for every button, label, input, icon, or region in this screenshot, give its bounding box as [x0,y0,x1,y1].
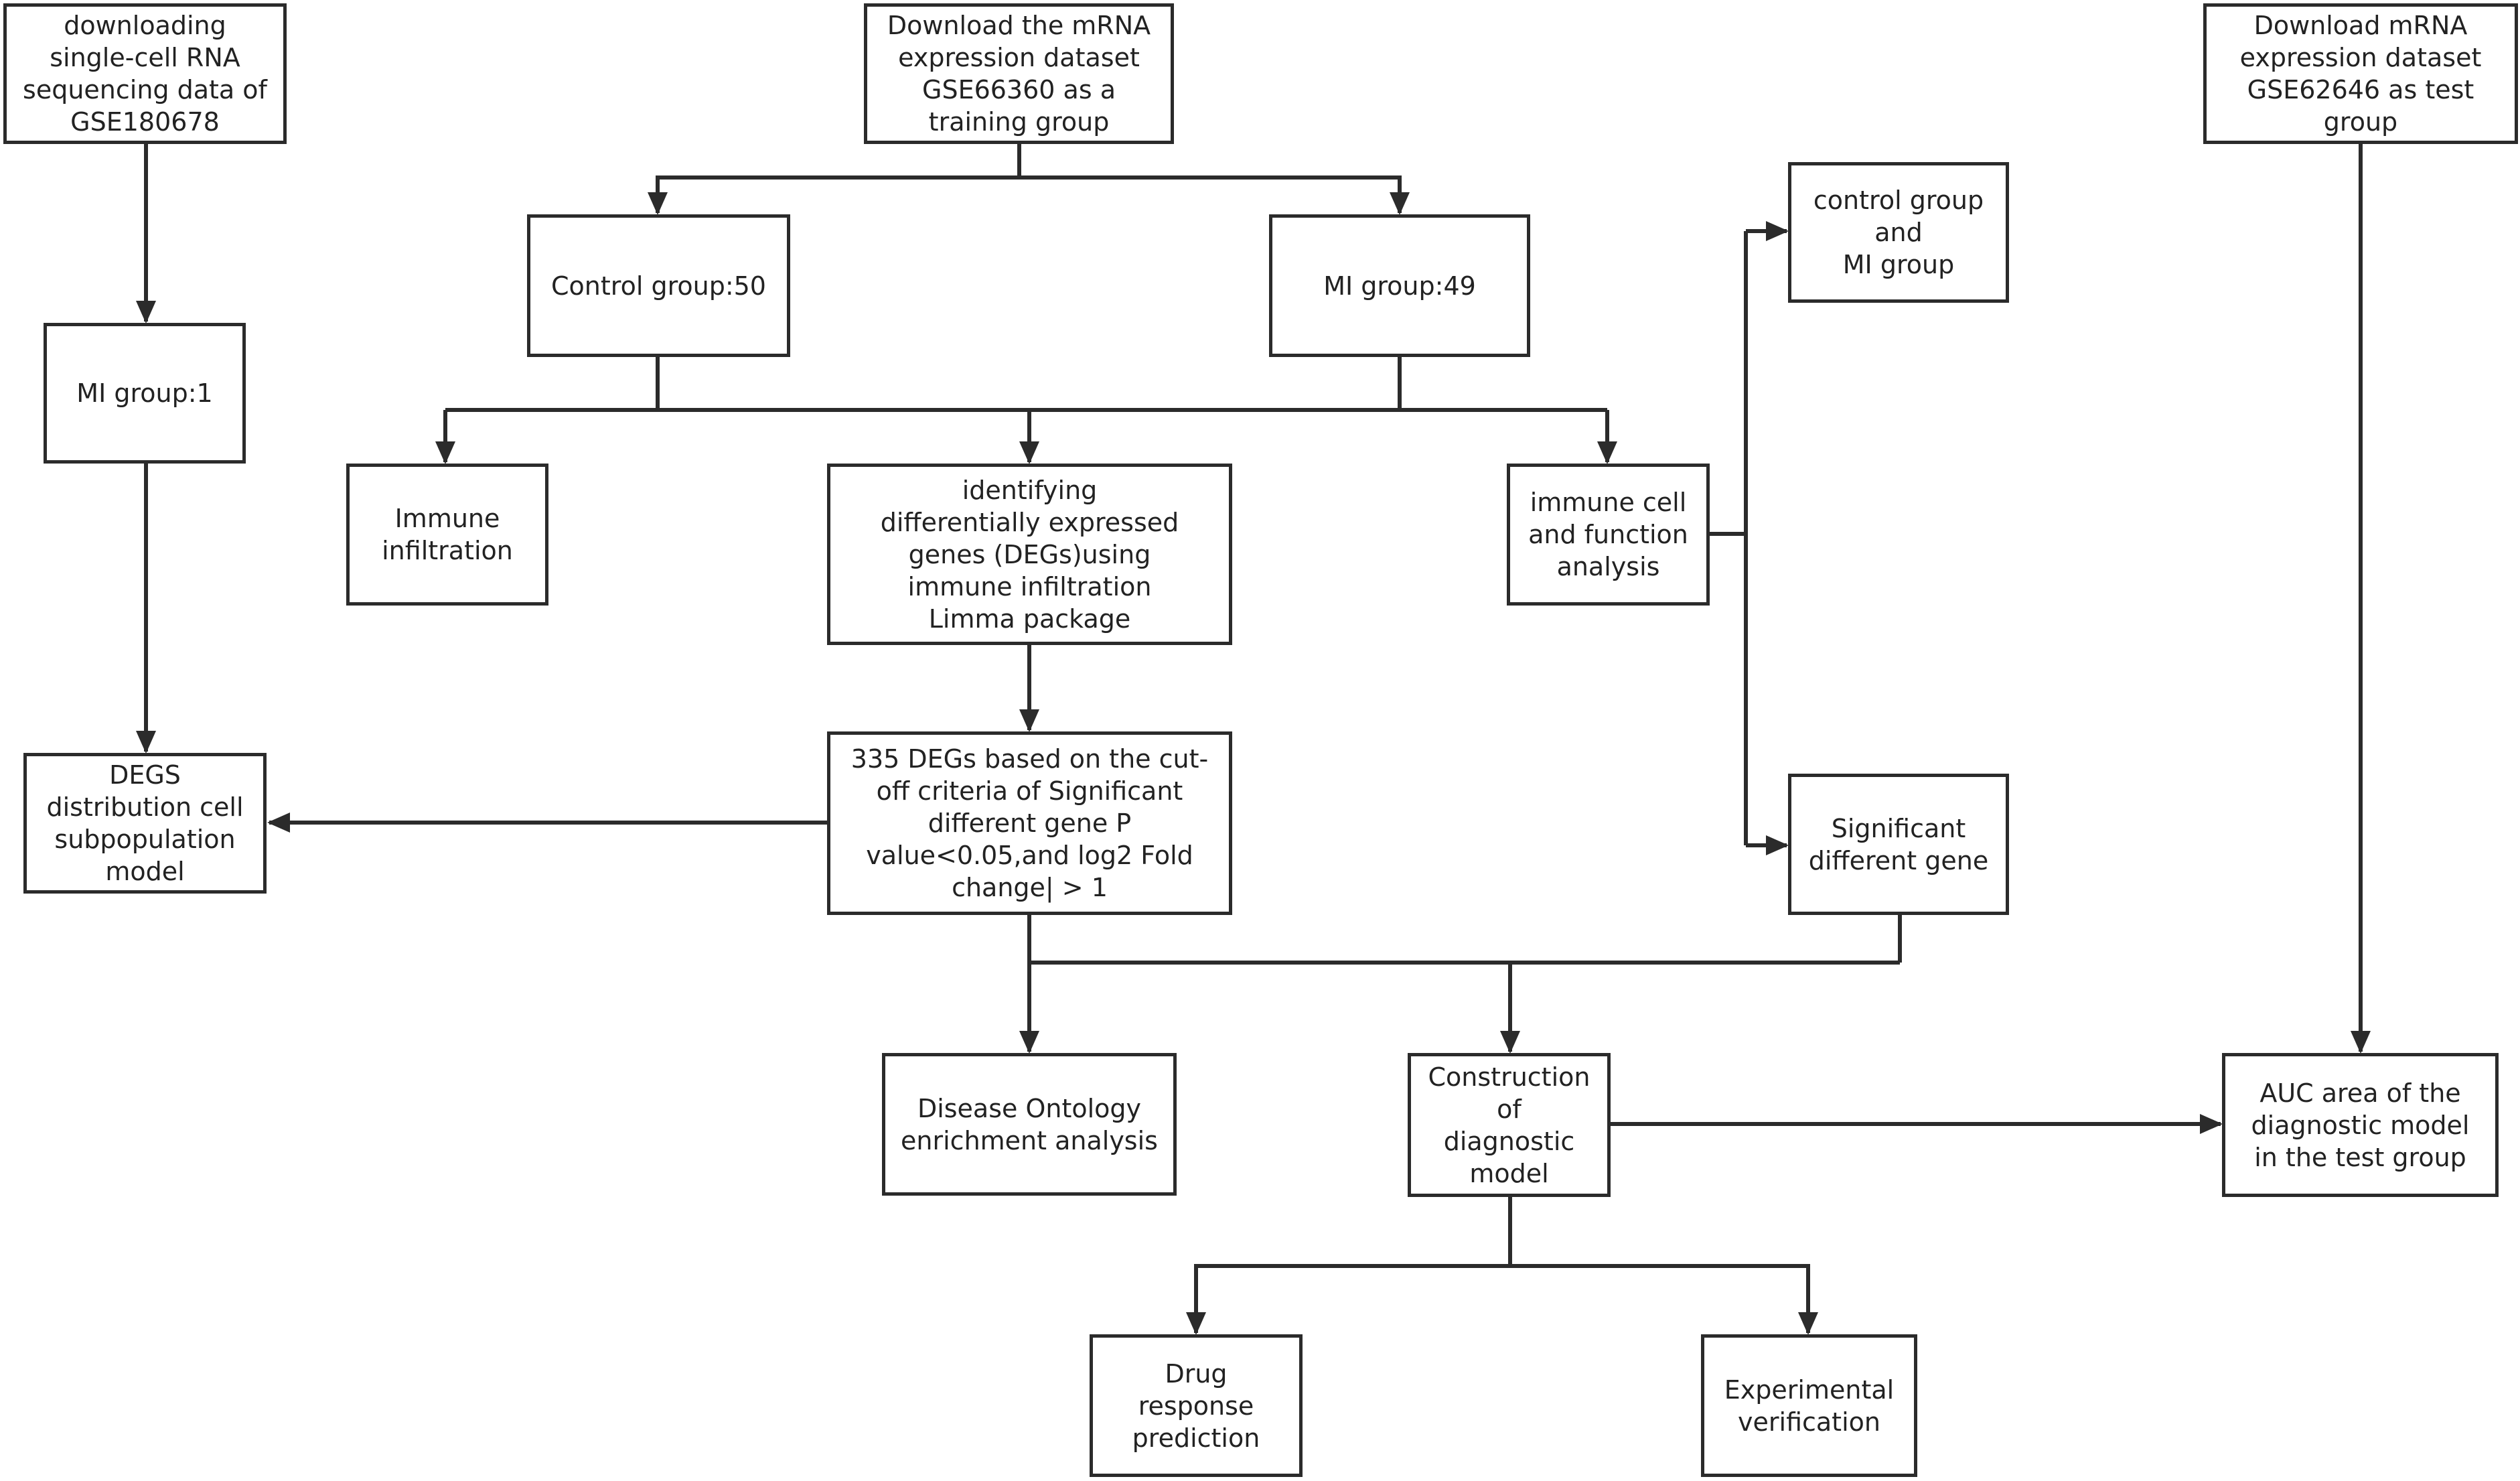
node-test-download: Download mRNA expression dataset GSE6264… [2203,3,2518,144]
edge-diag-to-drug-exp [1194,1197,1810,1333]
node-auc-test-label: AUC area of the diagnostic model in the … [2251,1078,2470,1172]
node-scrna-download: downloading single-cell RNA sequencing d… [3,3,287,144]
arrowhead-auc-top [2351,1031,2371,1054]
arrowhead-degs-dist-top [136,731,156,754]
arrowhead-exp [1798,1312,1818,1335]
edge-cellfunc-to-outputs [1710,229,1787,847]
node-training-download: Download the mRNA expression dataset GSE… [864,3,1174,144]
node-335-degs-label: 335 DEGs based on the cut- off criteria … [850,744,1209,902]
arrowhead-mi49 [1390,192,1410,215]
arrowhead-degs335 [1019,709,1039,732]
node-mi-group-1-label: MI group:1 [76,378,213,408]
node-identifying-degs-label: identifying differentially expressed gen… [880,475,1179,634]
arrowhead-diag [1500,1031,1520,1054]
arrowhead-auc-side [2200,1114,2223,1134]
node-mi-group-1: MI group:1 [44,323,246,464]
arrowhead-drug [1186,1312,1206,1335]
node-significant-gene-label: Significant different gene [1808,813,1989,875]
node-auc-test: AUC area of the diagnostic model in the … [2222,1053,2499,1197]
node-immune-infiltration: Immune infiltration [346,464,548,606]
node-immune-cell-function-label: immune cell and function analysis [1528,488,1688,581]
node-degs-distribution: DEGS distribution cell subpopulation mod… [23,753,267,894]
node-mi-group-49-label: MI group:49 [1323,271,1476,301]
edge-merge-to-do-diag [1027,915,1902,1052]
arrowhead-mi1 [136,301,156,324]
node-disease-ontology-label: Disease Ontology enrichment analysis [901,1093,1158,1155]
node-test-download-label: Download mRNA expression dataset GSE6264… [2239,11,2482,137]
node-mi-group-49: MI group:49 [1269,214,1530,357]
node-control-group-50: Control group:50 [527,214,790,357]
node-degs-distribution-label: DEGS distribution cell subpopulation mod… [46,760,244,886]
node-training-download-label: Download the mRNA expression dataset GSE… [887,11,1151,137]
node-disease-ontology: Disease Ontology enrichment analysis [882,1053,1177,1196]
node-drug-response: Drug response prediction [1090,1334,1303,1477]
node-immune-cell-function: immune cell and function analysis [1507,464,1710,606]
arrowhead-immune [435,441,455,464]
edge-groups-to-analyses [443,357,1609,462]
node-immune-infiltration-label: Immune infiltration [382,504,513,565]
arrowhead-degs-id [1019,441,1039,464]
node-significant-gene: Significant different gene [1788,774,2009,915]
node-control-and-mi-group: control group and MI group [1788,162,2009,303]
arrowhead-cellfunc [1597,441,1617,464]
node-scrna-download-label: downloading single-cell RNA sequencing d… [23,11,267,137]
node-experimental-verification-label: Experimental verification [1724,1374,1895,1437]
node-control-and-mi-group-label: control group and MI group [1813,186,1984,279]
node-335-degs: 335 DEGs based on the cut- off criteria … [827,731,1232,915]
edge-train-to-groups [656,144,1402,213]
arrowhead-ctrl50 [648,192,668,215]
node-diagnostic-model-label: Construction of diagnostic model [1428,1062,1590,1188]
node-drug-response-label: Drug response prediction [1132,1358,1260,1453]
node-control-group-50-label: Control group:50 [551,271,766,301]
arrowhead-do [1019,1031,1039,1054]
arrowhead-sig [1766,835,1789,855]
arrowhead-degs-dist-side [267,813,290,833]
node-experimental-verification: Experimental verification [1701,1334,1917,1477]
arrowhead-ctrlmi [1766,221,1789,241]
node-identifying-degs: identifying differentially expressed gen… [827,464,1232,645]
node-diagnostic-model: Construction of diagnostic model [1408,1053,1611,1197]
